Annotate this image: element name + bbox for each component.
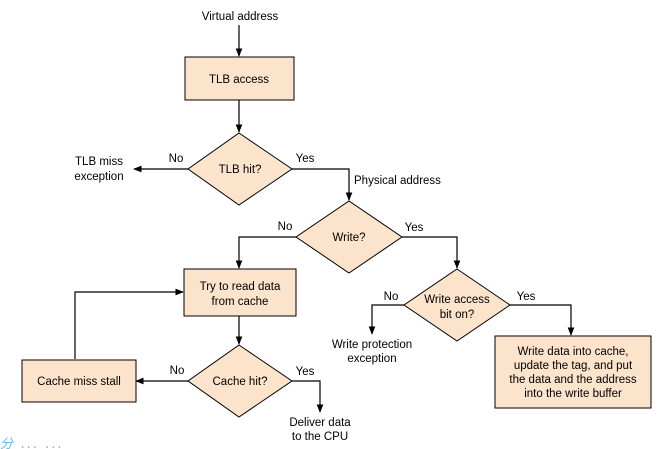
try-read-box [183, 268, 297, 317]
try-read-line-1: Try to read data [200, 281, 281, 293]
write-access-diamond [403, 268, 511, 342]
write-data-line-4: into the write buffer [524, 388, 622, 400]
tlb-access-label: TLB access [209, 74, 269, 86]
write-data-box [494, 335, 652, 409]
cache-miss-stall-label: Cache miss stall [37, 376, 121, 388]
tlb-hit-label: TLB hit? [219, 164, 262, 176]
write-access-line-1: Write access [424, 294, 490, 306]
edge-tlb-hit-yes [292, 168, 353, 201]
write-data-line-2: update the tag, and put [514, 360, 633, 372]
write-protection-line-1: Write protection [332, 339, 412, 351]
write-access-line-2: bit on? [440, 309, 475, 321]
virtual-address-label: Virtual address [202, 11, 279, 23]
tlb-hit-yes-label: Yes [296, 153, 315, 165]
cache-hit-diamond [187, 344, 293, 418]
write-access-yes-label: Yes [517, 291, 536, 303]
edge-write-yes [402, 236, 461, 269]
edge-write-access-yes [510, 304, 575, 336]
tlb-hit-diamond [187, 132, 293, 206]
tlb-access-box [184, 56, 295, 101]
deliver-data-line-2: to the CPU [292, 431, 348, 443]
write-diamond [295, 200, 403, 274]
try-read-line-2: from cache [212, 296, 269, 308]
cache-miss-stall-box [21, 359, 137, 403]
deliver-data-line-1: Deliver data [289, 417, 351, 429]
tlb-hit-no-label: No [169, 153, 184, 165]
cache-hit-no-label: No [170, 365, 185, 377]
write-data-line-1: Write data into cache, [517, 346, 628, 358]
physical-address-label: Physical address [354, 175, 441, 187]
tlb-miss-exception-line-2: exception [74, 171, 123, 183]
edge-stall-to-read [74, 288, 184, 359]
tlb-miss-exception-line-1: TLB miss [75, 156, 123, 168]
write-no-label: No [278, 221, 293, 233]
write-data-line-3: the data and the address [509, 374, 636, 386]
edge-write-access-no [368, 304, 404, 335]
write-access-no-label: No [384, 291, 399, 303]
write-label: Write? [332, 232, 365, 244]
write-yes-label: Yes [405, 222, 424, 234]
cache-hit-yes-label: Yes [296, 366, 315, 378]
edge-write-no [235, 236, 296, 269]
cache-hit-label: Cache hit? [213, 376, 268, 388]
watermark-text: 分 ... ... [0, 437, 65, 449]
edge-cache-hit-yes [292, 380, 324, 413]
write-protection-line-2: exception [347, 353, 396, 365]
